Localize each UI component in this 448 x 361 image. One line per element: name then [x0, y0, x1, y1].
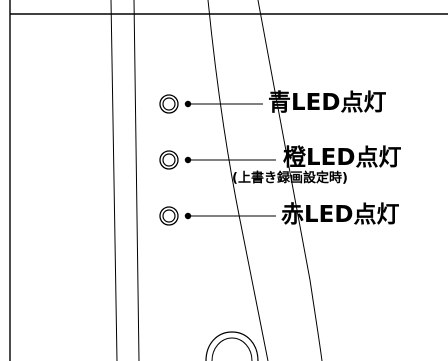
panel-curve-inner: [207, 0, 269, 361]
led-red: [159, 206, 179, 226]
bottom-button-inner: [211, 337, 253, 361]
callout-red-led-label: 赤LED点灯: [281, 202, 400, 228]
device-outline: [9, 0, 448, 361]
bottom-button: [205, 331, 259, 361]
callout-orange-led-note: (上書き録画設定時): [232, 171, 348, 186]
callout-orange-led-label: 橙LED点灯: [283, 145, 402, 171]
device-edge-line: [133, 0, 140, 361]
panel-curve-outer: [257, 0, 323, 361]
led-orange: [159, 150, 179, 170]
led-blue: [159, 94, 179, 114]
device-edge-line: [110, 0, 118, 361]
callout-blue-led-label: 青LED点灯: [268, 90, 387, 116]
